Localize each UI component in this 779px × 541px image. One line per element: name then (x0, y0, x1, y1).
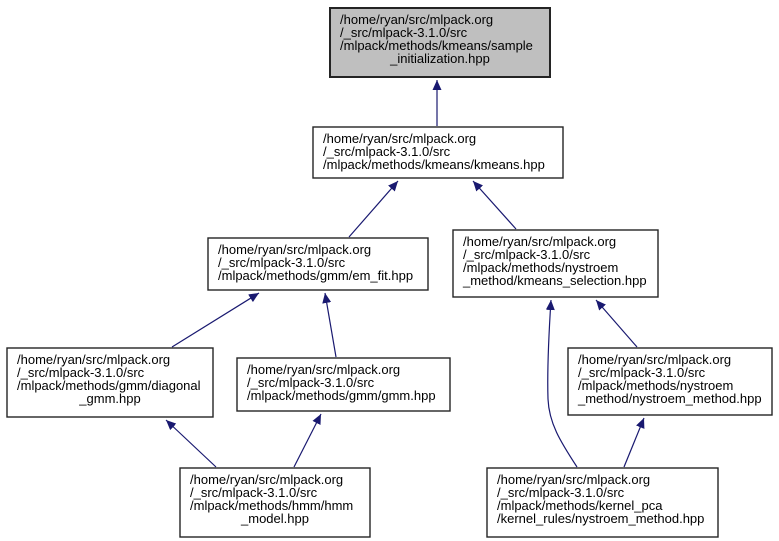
node-label-line: /home/ryan/src/mlpack.org (190, 472, 343, 487)
node-box-gmm[interactable] (236, 357, 451, 412)
node-box-nystroem-method[interactable] (567, 347, 773, 416)
edge-nystroem-method-to-kmeans-selection (595, 299, 638, 348)
node-label-line: /home/ryan/src/mlpack.org (497, 472, 650, 487)
node-label-line: /mlpack/methods/nystroem (463, 260, 618, 275)
node-label-line: /mlpack/methods/gmm/diagonal (17, 378, 201, 393)
node-label-line: /_src/mlpack-3.1.0/src (247, 375, 375, 390)
node-label-line: /mlpack/methods/kmeans/sample (340, 38, 533, 53)
node-label-line: /home/ryan/src/mlpack.org (17, 352, 170, 367)
node-label-line: /_src/mlpack-3.1.0/src (497, 485, 625, 500)
node-label-line: /home/ryan/src/mlpack.org (578, 352, 731, 367)
node-box-em-fit[interactable] (207, 237, 429, 291)
node-box-hmm-model[interactable] (179, 467, 371, 538)
node-label-line: /home/ryan/src/mlpack.org (463, 234, 616, 249)
node-box-kernel-pca-nystroem[interactable] (486, 467, 719, 538)
graph-node-nystroem-method[interactable]: /home/ryan/src/mlpack.org/_src/mlpack-3.… (567, 347, 773, 416)
node-box-kmeans-selection[interactable] (452, 229, 659, 298)
node-label-line: /home/ryan/src/mlpack.org (340, 12, 493, 27)
graph-node-em-fit[interactable]: /home/ryan/src/mlpack.org/_src/mlpack-3.… (207, 237, 429, 291)
graph-node-diagonal-gmm[interactable]: /home/ryan/src/mlpack.org/_src/mlpack-3.… (6, 347, 214, 418)
graph-node-sample-initialization[interactable]: /home/ryan/src/mlpack.org/_src/mlpack-3.… (329, 7, 551, 78)
graph-node-kmeans-selection[interactable]: /home/ryan/src/mlpack.org/_src/mlpack-3.… (452, 229, 659, 298)
node-label-line: /mlpack/methods/kernel_pca (497, 498, 663, 513)
node-label-line: /home/ryan/src/mlpack.org (323, 131, 476, 146)
node-label-line: /_src/mlpack-3.1.0/src (218, 255, 346, 270)
node-label-line: _method/kmeans_selection.hpp (462, 273, 647, 288)
node-label-line: /mlpack/methods/nystroem (578, 378, 733, 393)
graph-node-kernel-pca-nystroem[interactable]: /home/ryan/src/mlpack.org/_src/mlpack-3.… (486, 467, 719, 538)
edge-em-fit-to-kmeans (348, 180, 399, 238)
node-label-line: _model.hpp (240, 511, 309, 526)
node-label-line: _method/nystroem_method.hpp (577, 391, 762, 406)
node-label-line: /_src/mlpack-3.1.0/src (323, 144, 451, 159)
node-label-line: /mlpack/methods/gmm/gmm.hpp (247, 388, 436, 403)
node-label-line: /_src/mlpack-3.1.0/src (190, 485, 318, 500)
graph-node-gmm[interactable]: /home/ryan/src/mlpack.org/_src/mlpack-3.… (236, 357, 451, 412)
node-label-line: /mlpack/methods/kmeans/kmeans.hpp (323, 157, 545, 172)
node-label-line: /kernel_rules/nystroem_method.hpp (497, 511, 704, 526)
node-label-line: /_src/mlpack-3.1.0/src (463, 247, 591, 262)
node-label-line: /home/ryan/src/mlpack.org (218, 242, 371, 257)
node-label-line: _gmm.hpp (78, 391, 140, 406)
graph-node-hmm-model[interactable]: /home/ryan/src/mlpack.org/_src/mlpack-3.… (179, 467, 371, 538)
node-label-line: /_src/mlpack-3.1.0/src (578, 365, 706, 380)
node-label-line: /mlpack/methods/gmm/em_fit.hpp (218, 268, 413, 283)
node-label-line: /_src/mlpack-3.1.0/src (17, 365, 145, 380)
graph-node-kmeans[interactable]: /home/ryan/src/mlpack.org/_src/mlpack-3.… (312, 126, 564, 179)
edge-kmeans-selection-to-kmeans (472, 180, 517, 230)
edge-hmm-model-to-gmm (293, 413, 322, 468)
edge-kernel-pca-nystroem-to-kmeans-selection (545, 299, 578, 468)
node-label-line: /_src/mlpack-3.1.0/src (340, 25, 468, 40)
edge-hmm-model-to-diagonal-gmm (165, 419, 217, 468)
node-label-line: _initialization.hpp (389, 51, 490, 66)
edge-kernel-pca-nystroem-to-nystroem-method (623, 417, 645, 468)
node-label-line: /home/ryan/src/mlpack.org (247, 362, 400, 377)
edge-gmm-to-em-fit (322, 292, 337, 358)
node-box-sample-initialization[interactable] (329, 7, 551, 78)
node-box-diagonal-gmm[interactable] (6, 347, 214, 418)
node-box-kmeans[interactable] (312, 126, 564, 179)
edge-diagonal-gmm-to-em-fit (171, 292, 260, 348)
node-label-line: /mlpack/methods/hmm/hmm (190, 498, 353, 513)
